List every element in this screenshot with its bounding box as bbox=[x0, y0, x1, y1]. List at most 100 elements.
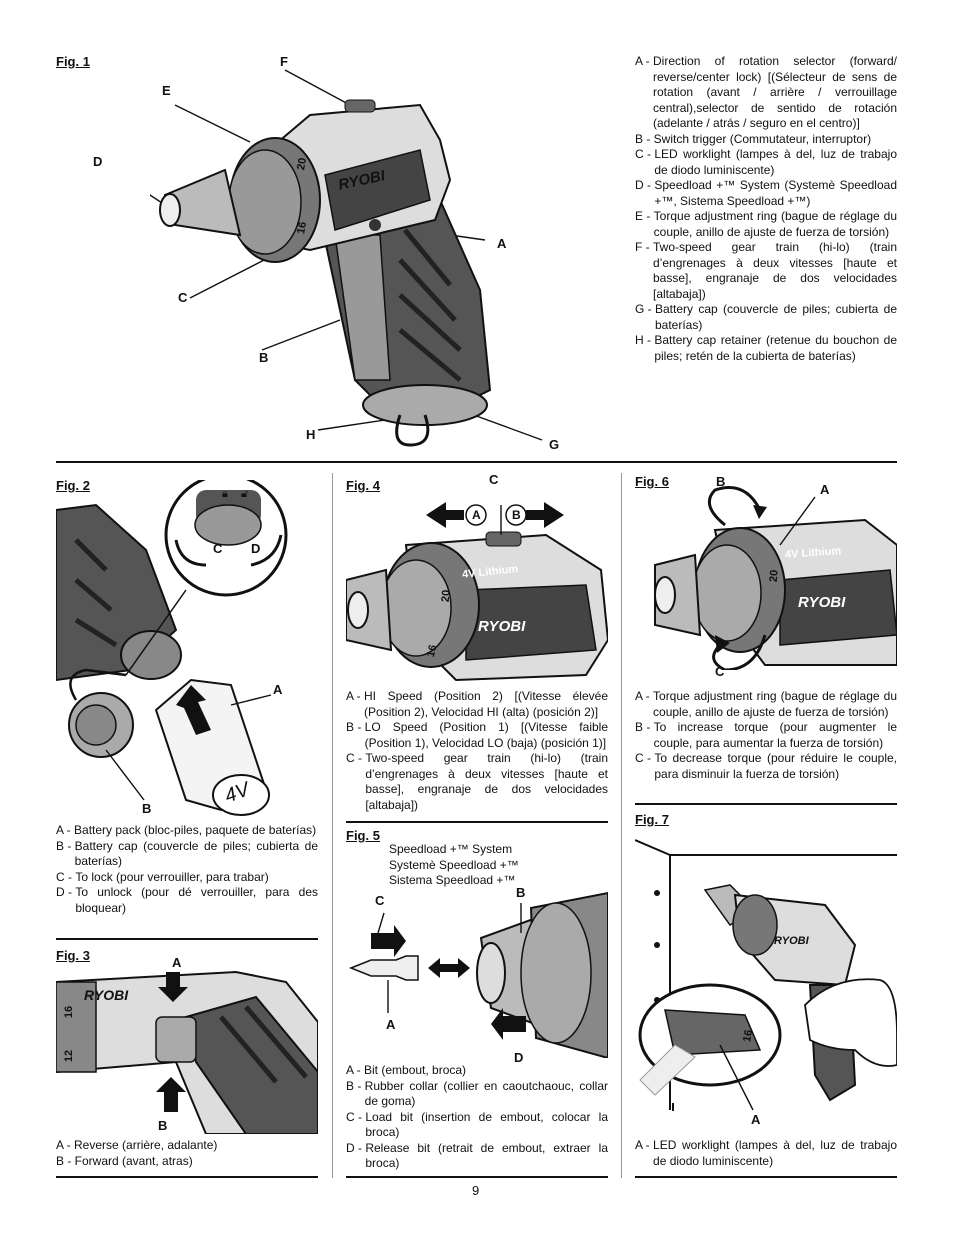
fig6-callout-b: B bbox=[716, 474, 726, 489]
fig1-callout-f: F bbox=[280, 54, 288, 69]
fig2-legend-text: To unlock (pour dé verrouiller, para des… bbox=[75, 885, 318, 915]
fig6-legend-text: To decrease torque (pour réduire le coup… bbox=[654, 751, 897, 781]
fig1-legend-item: C - LED worklight (lampes à del, luz de … bbox=[635, 147, 897, 178]
fig4-callout-a: A bbox=[472, 508, 481, 522]
fig5-callout-a: A bbox=[386, 1017, 396, 1032]
divider-fig6 bbox=[635, 803, 897, 805]
divider-top bbox=[56, 461, 897, 463]
fig5-callout-b: B bbox=[516, 885, 526, 900]
fig1-legend-key: G - bbox=[635, 302, 655, 316]
divider-fig4 bbox=[346, 821, 608, 823]
fig7-worklight-illustration bbox=[635, 839, 897, 1111]
fig1-callout-h: H bbox=[306, 427, 316, 442]
fig4-legend: A - HI Speed (Position 2) [(Vitesse élev… bbox=[346, 689, 608, 813]
fig5-legend: A - Bit (embout, broca)B - Rubber collar… bbox=[346, 1063, 608, 1172]
fig6-legend-text: Torque adjustment ring (bague de réglage… bbox=[653, 689, 897, 719]
page-number: 9 bbox=[472, 1183, 480, 1198]
fig2-legend-item: D - To unlock (pour dé verrouiller, para… bbox=[56, 885, 318, 916]
fig1-legend-item: A - Direction of rotation selector (forw… bbox=[635, 54, 897, 132]
lock-icon: 🔒︎ bbox=[222, 488, 228, 500]
fig5-callout-d: D bbox=[514, 1050, 524, 1065]
fig5-label: Fig. 5 bbox=[346, 828, 380, 843]
column-separator-1 bbox=[332, 473, 333, 1178]
fig1-legend-item: G - Battery cap (couvercle de piles; cub… bbox=[635, 302, 897, 333]
fig1-legend-text: Direction of rotation selector (forward/… bbox=[653, 54, 897, 130]
fig2-label: Fig. 2 bbox=[56, 478, 90, 493]
fig4-legend-item: C - Two-speed gear train (hi-lo) (train … bbox=[346, 751, 608, 813]
fig5-legend-text: Load bit (insertion de embout, colocar l… bbox=[365, 1109, 608, 1140]
fig1-callout-d: D bbox=[93, 154, 103, 169]
divider-fig2 bbox=[56, 938, 318, 940]
fig1-legend-item: D - Speedload +™ System (Systemè Speedlo… bbox=[635, 178, 897, 209]
fig6-legend-key: B - bbox=[635, 720, 654, 734]
fig1-legend-item: E - Torque adjustment ring (bague de rég… bbox=[635, 209, 897, 240]
fig6-legend: A - Torque adjustment ring (bague de rég… bbox=[635, 689, 897, 782]
fig6-legend-key: C - bbox=[635, 751, 655, 765]
fig6-legend-item: C - To decrease torque (pour réduire le … bbox=[635, 751, 897, 782]
fig4-callout-c: C bbox=[489, 472, 499, 487]
fig2-legend-item: A - Battery pack (bloc-piles, paquete de… bbox=[56, 823, 318, 839]
fig1-callout-g: G bbox=[549, 437, 560, 452]
divider-fig7 bbox=[635, 1176, 897, 1178]
fig5-callout-c: C bbox=[375, 893, 385, 908]
fig2-callout-b: B bbox=[142, 801, 152, 816]
fig5-speedload-illustration bbox=[348, 891, 608, 1058]
fig6-dial-20: 20 bbox=[767, 569, 781, 583]
fig5-caption-line-3: Sistema Speedload +™ bbox=[389, 873, 516, 887]
fig5-legend-key: A - bbox=[346, 1063, 365, 1077]
fig5-caption: Speedload +™ System Systemè Speedload +™… bbox=[389, 842, 519, 889]
fig1-callout-e: E bbox=[162, 83, 171, 98]
fig2-legend-item: C - To lock (pour verrouiller, para trab… bbox=[56, 870, 318, 886]
fig6-callout-c: C bbox=[715, 664, 725, 679]
fig1-dial-16: 16 bbox=[295, 220, 310, 236]
fig6-legend-item: A - Torque adjustment ring (bague de rég… bbox=[635, 689, 897, 720]
fig3-brand: RYOBI bbox=[84, 987, 129, 1003]
fig5-legend-item: B - Rubber collar (collier en caoutchaou… bbox=[346, 1079, 608, 1110]
fig6-legend-item: B - To increase torque (pour augmenter l… bbox=[635, 720, 897, 751]
fig5-legend-item: A - Bit (embout, broca) bbox=[346, 1063, 608, 1079]
fig2-legend-text: To lock (pour verrouiller, para trabar) bbox=[75, 869, 269, 884]
fig1-legend-text: Speedload +™ System (Systemè Speedload +… bbox=[654, 178, 897, 208]
fig6-label: Fig. 6 bbox=[635, 474, 669, 489]
fig2-legend-key: B - bbox=[56, 838, 75, 853]
fig3-direction-illustration bbox=[56, 970, 318, 1134]
fig4-legend-key: A - bbox=[346, 689, 365, 703]
fig6-brand: RYOBI bbox=[798, 594, 846, 611]
fig3-callout-a: A bbox=[172, 955, 182, 970]
fig1-callout-b: B bbox=[259, 350, 269, 365]
fig3-legend: A - Reverse (arrière, adalante)B - Forwa… bbox=[56, 1138, 318, 1169]
fig3-dial-16: 16 bbox=[63, 1005, 76, 1019]
fig4-callout-b: B bbox=[512, 508, 521, 522]
fig1-dial-20: 20 bbox=[295, 156, 310, 172]
fig3-legend-text: Reverse (arrière, adalante) bbox=[74, 1138, 218, 1152]
unlock-icon: 🔓︎ bbox=[241, 488, 249, 500]
fig5-legend-key: C - bbox=[346, 1109, 366, 1124]
divider-fig3 bbox=[56, 1176, 318, 1178]
fig4-legend-text: Two-speed gear train (hi-lo) (train d’en… bbox=[365, 751, 608, 812]
fig1-callout-c: C bbox=[178, 290, 188, 305]
fig2-legend-text: Battery cap (couvercle de piles; cubiert… bbox=[74, 838, 318, 869]
fig3-legend-key: B - bbox=[56, 1153, 75, 1168]
fig4-gear-illustration bbox=[346, 502, 608, 682]
fig3-legend-key: A - bbox=[56, 1138, 75, 1152]
fig7-label: Fig. 7 bbox=[635, 812, 669, 827]
fig3-dial-12: 12 bbox=[63, 1049, 76, 1063]
fig1-legend-text: Torque adjustment ring (bague de réglage… bbox=[653, 209, 897, 239]
fig4-legend-text: HI Speed (Position 2) [(Vitesse élevée (… bbox=[364, 689, 608, 719]
fig2-callout-a: A bbox=[273, 682, 283, 697]
fig1-legend-key: H - bbox=[635, 333, 655, 347]
fig7-dial-16: 16 bbox=[741, 1028, 756, 1044]
fig3-legend-text: Forward (avant, atras) bbox=[74, 1153, 193, 1168]
fig1-legend-text: LED worklight (lampes à del, luz de trab… bbox=[654, 147, 897, 177]
fig7-legend: A - LED worklight (lampes à del, luz de … bbox=[635, 1138, 897, 1169]
fig5-legend-item: D - Release bit (retrait de embout, extr… bbox=[346, 1141, 608, 1172]
fig4-label: Fig. 4 bbox=[346, 478, 380, 493]
fig1-legend-item: H - Battery cap retainer (retenue du bou… bbox=[635, 333, 897, 364]
fig3-legend-item: A - Reverse (arrière, adalante) bbox=[56, 1138, 318, 1154]
fig7-legend-item: A - LED worklight (lampes à del, luz de … bbox=[635, 1138, 897, 1169]
fig1-legend-item: F - Two-speed gear train (hi-lo) (train … bbox=[635, 240, 897, 302]
fig1-legend-key: B - bbox=[635, 131, 654, 146]
fig5-legend-key: D - bbox=[346, 1140, 366, 1155]
fig3-legend-item: B - Forward (avant, atras) bbox=[56, 1154, 318, 1170]
divider-fig5 bbox=[346, 1176, 608, 1178]
